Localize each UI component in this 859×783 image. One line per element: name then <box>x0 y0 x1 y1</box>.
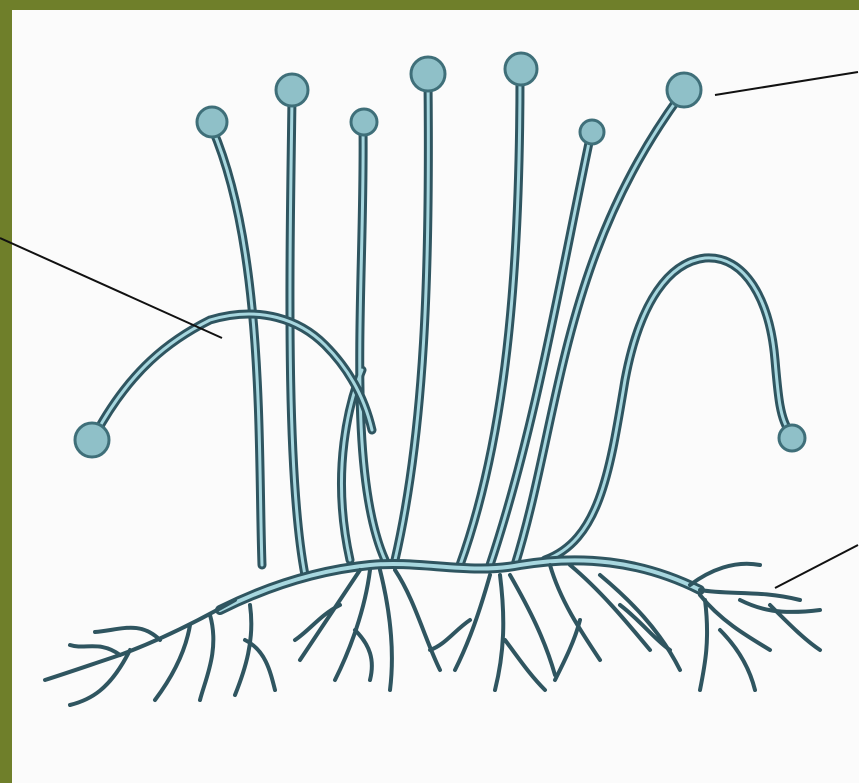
sporangium-icon <box>75 423 109 457</box>
rhizoid-cluster-5 <box>690 564 820 690</box>
sporangium-icon <box>351 109 377 135</box>
sporangium-icon <box>505 53 537 85</box>
sporangium-icon <box>411 57 445 91</box>
rhizoid-cluster-4 <box>550 565 680 680</box>
sporangium-icon <box>197 107 227 137</box>
pointer-rhizoid <box>775 545 858 588</box>
sporangium-icon <box>667 73 701 107</box>
sporangiophores <box>212 75 680 575</box>
sporangia <box>75 53 805 457</box>
stolons <box>95 258 790 560</box>
pointer-sporangium <box>715 72 858 95</box>
pointer-stolon <box>0 238 222 338</box>
rhizoids <box>45 564 820 705</box>
sporangium-icon <box>779 425 805 451</box>
rhizoid-cluster-2 <box>295 570 440 690</box>
rhizoid-cluster-1 <box>45 600 275 705</box>
sporangium-icon <box>276 74 308 106</box>
sporangium-icon <box>580 120 604 144</box>
rhizoid-cluster-3 <box>430 575 555 690</box>
